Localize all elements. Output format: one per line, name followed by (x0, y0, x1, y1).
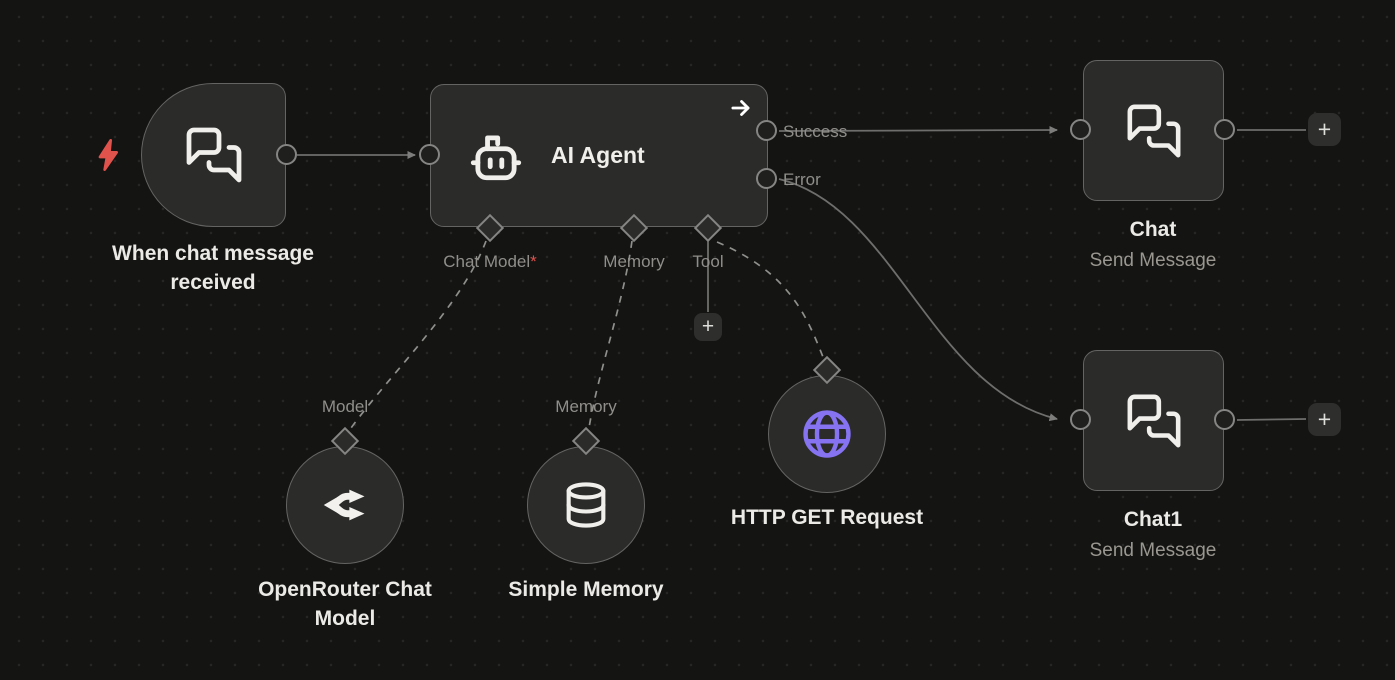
add-node-after-chat1-button[interactable]: + (1308, 403, 1341, 436)
model-port-label: Model (321, 397, 369, 416)
arrow-right-icon (728, 95, 754, 121)
agent-node-title: AI Agent (551, 142, 645, 168)
chat-input-port[interactable] (1070, 119, 1091, 140)
chat-model-port-text: Chat Model (443, 252, 531, 271)
memory-port-label: Memory (603, 252, 665, 271)
chat1-input-port[interactable] (1070, 409, 1091, 430)
database-icon (566, 482, 606, 528)
wire-error-to-chat1[interactable] (778, 178, 1058, 422)
chat-node-sublabel: Send Message (1089, 250, 1217, 271)
required-asterisk: * (530, 252, 537, 271)
wire-chat1-to-add[interactable] (1236, 418, 1307, 421)
add-node-after-chat-button[interactable]: + (1308, 113, 1341, 146)
chat-output-port[interactable] (1214, 119, 1235, 140)
node-ai-agent[interactable]: AI Agent (430, 84, 768, 227)
agent-input-port[interactable] (419, 144, 440, 165)
robot-icon (470, 134, 522, 180)
globe-icon (803, 410, 851, 458)
error-port-label: Error (783, 170, 821, 189)
node-simple-memory[interactable] (527, 446, 645, 564)
node-chat1[interactable] (1083, 350, 1224, 491)
node-openrouter-chat-model[interactable] (286, 446, 404, 564)
execute-lightning-icon[interactable] (92, 134, 124, 176)
trigger-output-port[interactable] (276, 144, 297, 165)
openrouter-fork-icon (323, 489, 365, 521)
trigger-node-label: When chat message received (112, 242, 314, 294)
model-node-label: OpenRouter Chat Model (258, 578, 432, 630)
agent-success-port[interactable] (756, 120, 777, 141)
tool-port-label: Tool (692, 252, 724, 271)
agent-error-port[interactable] (756, 168, 777, 189)
node-chat[interactable] (1083, 60, 1224, 201)
wire-tool-dashed[interactable] (716, 241, 824, 358)
tool-node-label: HTTP GET Request (730, 506, 924, 529)
memory-node-label: Simple Memory (508, 578, 664, 601)
wire-chatmodel-dashed[interactable] (350, 240, 487, 429)
chat-model-port-label: Chat Model* (400, 252, 580, 271)
chat-bubbles-icon (1127, 394, 1180, 447)
chat1-node-label: Chat1 (1123, 508, 1183, 531)
chat1-output-port[interactable] (1214, 409, 1235, 430)
success-port-label: Success (783, 122, 848, 141)
wire-memory-dashed[interactable] (588, 240, 633, 429)
chat-node-label: Chat (1129, 218, 1177, 241)
node-when-chat-message-received[interactable] (141, 83, 286, 227)
chat-bubbles-icon (1127, 104, 1180, 157)
chat-bubbles-icon (186, 127, 241, 183)
add-tool-button[interactable]: + (694, 313, 722, 341)
wire-success-to-chat[interactable] (778, 126, 1058, 135)
memory-node-port-label: Memory (555, 397, 617, 416)
node-http-get-request[interactable] (768, 375, 886, 493)
chat1-node-sublabel: Send Message (1089, 540, 1217, 561)
